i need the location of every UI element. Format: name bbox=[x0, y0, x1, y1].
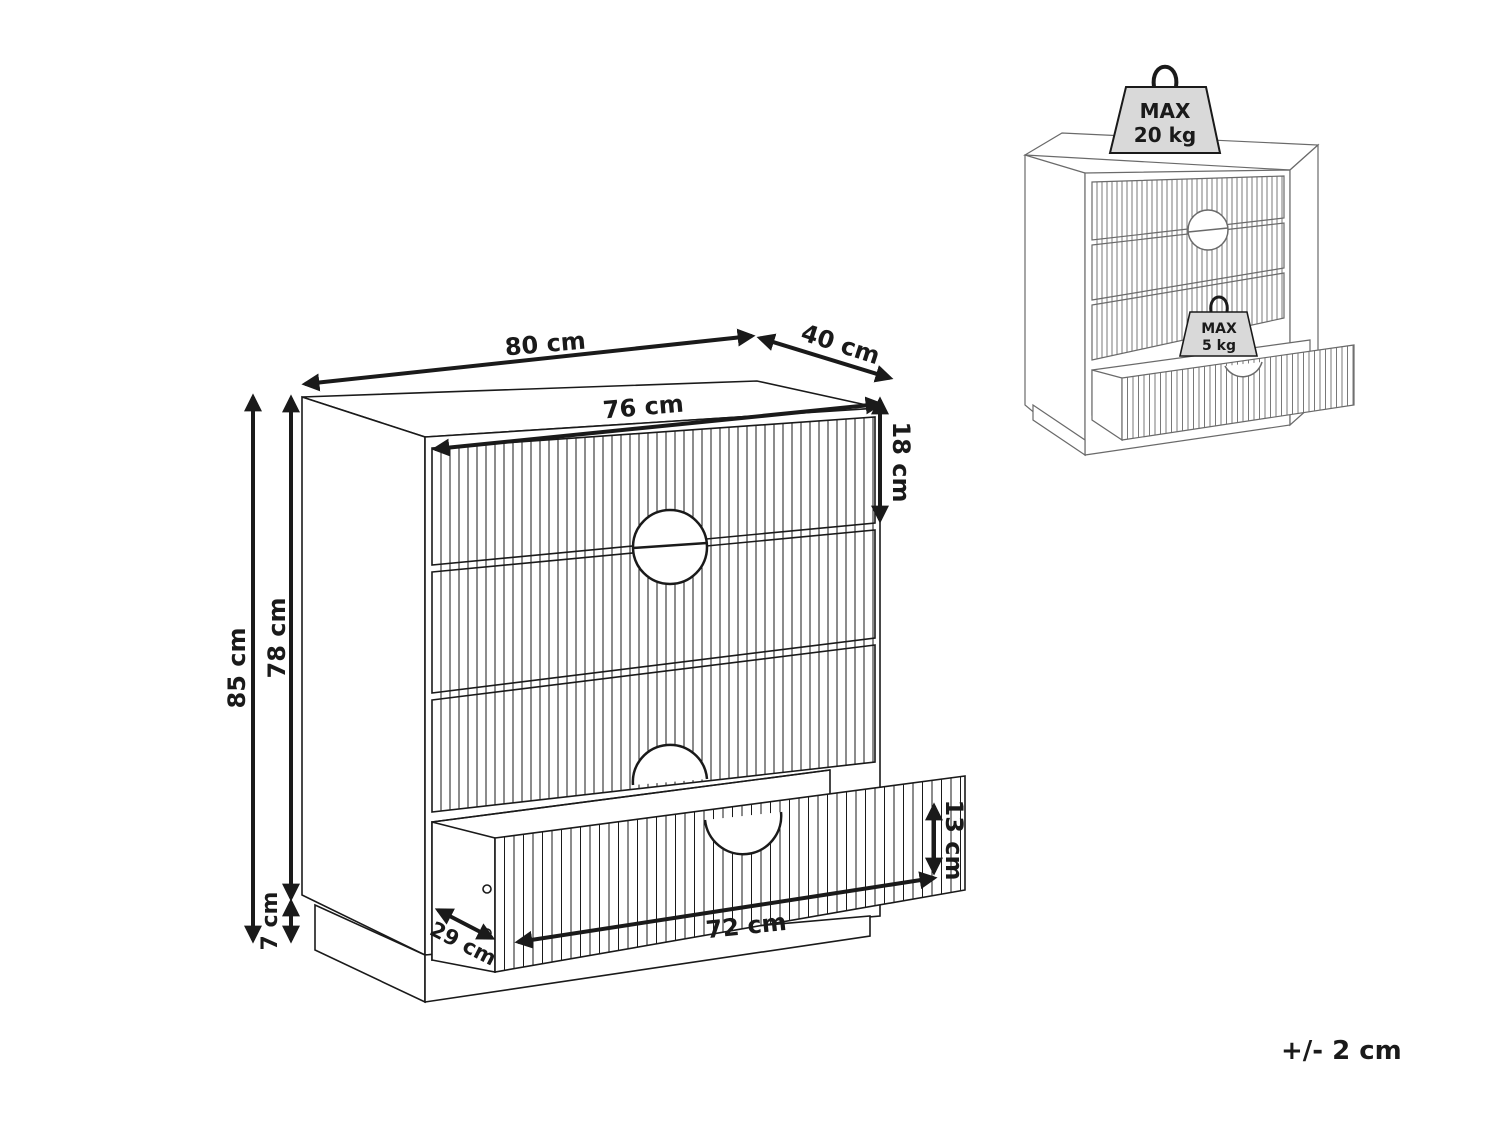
top-load-value: 20 kg bbox=[1134, 123, 1196, 147]
tolerance-note: +/- 2 cm bbox=[1281, 1036, 1402, 1066]
bottom-drawer-height-label: 13 cm bbox=[940, 800, 968, 881]
height-total-label: 85 cm bbox=[223, 628, 251, 709]
round-handle bbox=[631, 508, 709, 786]
base-height-label: 7 cm bbox=[258, 892, 283, 951]
drawer-weight-icon bbox=[1178, 295, 1259, 357]
drawer-height-label: 18 cm bbox=[887, 422, 915, 503]
weight-icon bbox=[1108, 64, 1222, 154]
body-height-label: 78 cm bbox=[263, 598, 291, 679]
drawer-load-label: MAX bbox=[1201, 321, 1237, 337]
dresser-main-drawing bbox=[301, 380, 966, 1004]
drawer-load-value: 5 kg bbox=[1202, 338, 1236, 354]
load-capacity-drawing bbox=[1023, 132, 1355, 457]
top-load-label: MAX bbox=[1140, 99, 1191, 123]
dimension-arrows bbox=[244, 328, 943, 949]
